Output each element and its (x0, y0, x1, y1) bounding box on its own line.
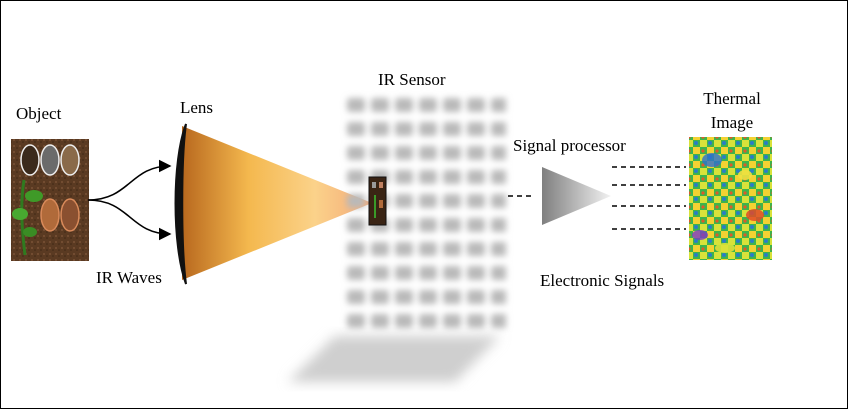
electronic-signal-lines (612, 166, 686, 230)
thermal-image-label-line2: Image (710, 113, 754, 132)
lens-icon (174, 123, 187, 285)
object-label: Object (16, 104, 62, 123)
light-cone (182, 126, 372, 280)
ir-wave-arrows (87, 159, 172, 241)
thermal-image-label-line1: Thermal (703, 89, 761, 108)
ir-sensor-grid (344, 94, 506, 332)
object-photo-icon (11, 139, 89, 261)
sensor-chip-icon (368, 176, 387, 226)
electronic-signals-label: Electronic Signals (540, 271, 665, 290)
signal-processor-label: Signal processor (513, 136, 626, 155)
signal-processor-icon (542, 167, 611, 225)
ir-waves-label: IR Waves (96, 268, 162, 287)
sensor-shadow (288, 336, 500, 382)
ir-sensor-label: IR Sensor (378, 70, 446, 89)
lens-label: Lens (180, 98, 214, 117)
thermal-image-icon (689, 137, 772, 260)
